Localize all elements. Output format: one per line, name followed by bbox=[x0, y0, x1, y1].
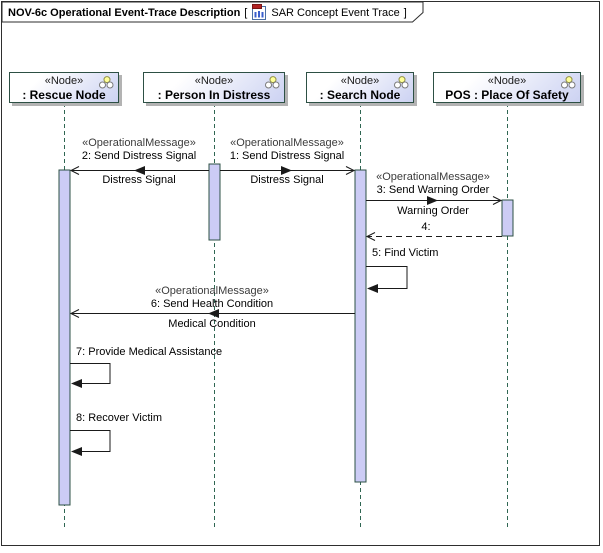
message-stereotype: «OperationalMessage» bbox=[82, 137, 196, 149]
message-5-self-arrow[interactable] bbox=[366, 266, 408, 294]
bracket-close: ] bbox=[403, 6, 407, 19]
stereotype-label: «Node» bbox=[487, 75, 527, 87]
message-2-arrow[interactable] bbox=[69, 166, 209, 175]
diagram-name: SAR Concept Event Trace bbox=[271, 6, 400, 19]
message-label: 6: Send Health Condition bbox=[150, 298, 274, 310]
lifeline-name: POS : Place Of Safety bbox=[445, 88, 569, 102]
conveyed-item-label: Distress Signal bbox=[250, 174, 324, 186]
diagram-kind-title: NOV-6c Operational Event-Trace Descripti… bbox=[8, 6, 241, 19]
message-2-conveyed[interactable]: Distress Signal bbox=[102, 174, 175, 187]
message-label: 1: Send Distress Signal bbox=[229, 150, 345, 162]
activation-person-in-distress[interactable] bbox=[208, 163, 221, 241]
item-flow-right-icon bbox=[427, 196, 438, 205]
message-7-label[interactable]: 7: Provide Medical Assistance bbox=[76, 346, 222, 359]
message-3-conveyed[interactable]: Warning Order bbox=[397, 205, 469, 218]
message-1-arrow[interactable] bbox=[220, 166, 356, 175]
message-3-arrow[interactable] bbox=[366, 196, 503, 205]
activation-search-node[interactable] bbox=[354, 169, 367, 483]
message-8-label[interactable]: 8: Recover Victim bbox=[76, 412, 162, 425]
message-4-reply-arrow[interactable] bbox=[365, 232, 502, 241]
node-icon bbox=[265, 76, 280, 89]
frame-title: NOV-6c Operational Event-Trace Descripti… bbox=[8, 4, 407, 20]
message-stereotype: «OperationalMessage» bbox=[155, 285, 269, 297]
stereotype-label: «Node» bbox=[340, 75, 380, 87]
lifeline-name: : Rescue Node bbox=[22, 88, 106, 102]
lifeline-head-search-node[interactable]: «Node» : Search Node bbox=[306, 72, 414, 103]
lifeline-name: : Search Node bbox=[319, 88, 401, 102]
stereotype-label: «Node» bbox=[44, 75, 84, 87]
node-icon bbox=[99, 76, 114, 89]
lifeline-head-place-of-safety[interactable]: «Node» POS : Place Of Safety bbox=[433, 72, 581, 103]
message-label: 5: Find Victim bbox=[372, 247, 439, 259]
message-3-labels[interactable]: «OperationalMessage» 3: Send Warning Ord… bbox=[376, 171, 490, 197]
stereotype-label: «Node» bbox=[194, 75, 234, 87]
message-stereotype: «OperationalMessage» bbox=[376, 171, 490, 183]
message-7-self-arrow[interactable] bbox=[70, 363, 111, 389]
message-1-conveyed[interactable]: Distress Signal bbox=[250, 174, 323, 187]
activation-place-of-safety[interactable] bbox=[501, 199, 514, 237]
lifeline-name: : Person In Distress bbox=[157, 88, 271, 102]
message-1-labels[interactable]: «OperationalMessage» 1: Send Distress Si… bbox=[230, 137, 344, 163]
message-2-labels[interactable]: «OperationalMessage» 2: Send Distress Si… bbox=[82, 137, 196, 163]
activation-rescue-node[interactable] bbox=[58, 169, 71, 506]
message-label: 7: Provide Medical Assistance bbox=[76, 346, 223, 358]
frame-title-tab bbox=[1, 1, 424, 23]
item-flow-left-icon bbox=[208, 309, 219, 318]
message-label: 4: bbox=[421, 221, 431, 233]
message-label: 3: Send Warning Order bbox=[376, 184, 490, 196]
lifeline-head-rescue-node[interactable]: «Node» : Rescue Node bbox=[9, 72, 119, 103]
message-5-label[interactable]: 5: Find Victim bbox=[372, 247, 438, 260]
message-label: 2: Send Distress Signal bbox=[81, 150, 197, 162]
bracket-open: [ bbox=[244, 6, 248, 19]
conveyed-item-label: Medical Condition bbox=[168, 318, 256, 330]
node-icon bbox=[394, 76, 409, 89]
message-6-arrow[interactable] bbox=[69, 309, 355, 318]
conveyed-item-label: Distress Signal bbox=[102, 174, 176, 186]
message-8-self-arrow[interactable] bbox=[70, 430, 111, 457]
message-label: 8: Recover Victim bbox=[76, 412, 162, 424]
message-6-conveyed[interactable]: Medical Condition bbox=[168, 318, 255, 331]
message-6-labels[interactable]: «OperationalMessage» 6: Send Health Cond… bbox=[151, 285, 273, 311]
message-4-label[interactable]: 4: bbox=[421, 221, 430, 234]
item-flow-left-icon bbox=[134, 166, 145, 175]
conveyed-item-label: Warning Order bbox=[397, 205, 469, 217]
message-stereotype: «OperationalMessage» bbox=[230, 137, 344, 149]
nov-diagram-icon bbox=[252, 4, 267, 20]
lifeline-head-person-in-distress[interactable]: «Node» : Person In Distress bbox=[143, 72, 285, 103]
node-icon bbox=[561, 76, 576, 89]
item-flow-right-icon bbox=[281, 166, 292, 175]
